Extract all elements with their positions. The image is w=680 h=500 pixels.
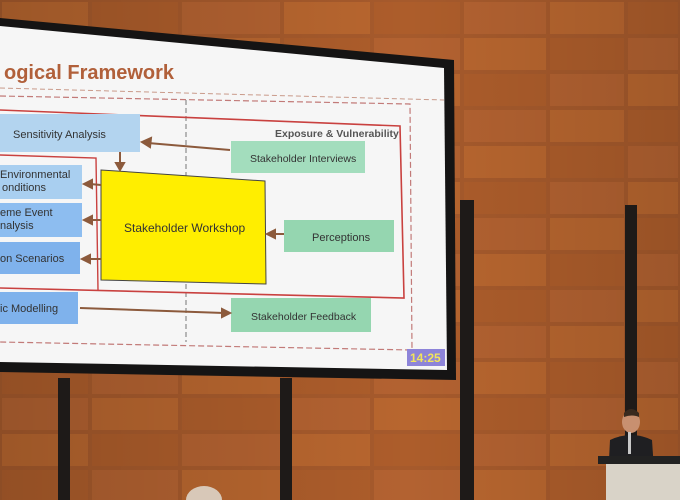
audience-head — [186, 486, 222, 500]
outer-dashed-frame — [0, 95, 413, 351]
arrow-head — [81, 214, 93, 226]
arrows — [79, 136, 284, 319]
title-underline — [0, 87, 445, 101]
timer-badge — [407, 349, 445, 366]
arrow-head — [221, 307, 233, 319]
arrow-head — [79, 253, 91, 265]
left-box-label: nalysis — [0, 220, 34, 232]
center-box-label: Stakeholder Workshop — [124, 221, 246, 235]
left-box — [0, 242, 80, 274]
arrow-head — [264, 228, 276, 240]
left-box-label: eme Event — [0, 207, 53, 219]
right-box — [231, 298, 371, 332]
left-box-label: Environmental — [0, 169, 70, 181]
left-group-frame — [0, 154, 99, 291]
wall-post — [58, 378, 70, 500]
wall-post — [625, 205, 637, 465]
wall-post — [280, 378, 292, 500]
right-box-label: Perceptions — [312, 232, 371, 244]
left-box-label: Sensitivity Analysis — [13, 129, 106, 141]
right-box-label: Stakeholder Interviews — [250, 153, 356, 165]
center-box — [100, 169, 267, 285]
left-box — [0, 292, 78, 324]
slide-title: ogical Framework — [4, 62, 175, 84]
left-box — [0, 203, 82, 237]
right-box — [231, 141, 365, 173]
right-box-label: Stakeholder Feedback — [251, 311, 357, 323]
arrow-head — [114, 162, 126, 173]
podium — [598, 456, 680, 500]
arrow — [147, 142, 231, 151]
exposure-region-frame — [0, 109, 405, 299]
arrow-head — [81, 178, 93, 190]
left-box — [0, 165, 82, 199]
timer-text: 14:25 — [410, 351, 441, 365]
left-box-label: ic Modelling — [0, 303, 58, 315]
region-label: Exposure & Vulnerability — [275, 128, 399, 140]
right-box — [284, 220, 394, 252]
left-box-label: on Scenarios — [0, 253, 65, 265]
wall-post — [460, 200, 474, 500]
left-box — [0, 114, 140, 152]
arrow — [79, 307, 225, 314]
left-box-label: onditions — [2, 182, 47, 194]
arrow-head — [139, 136, 153, 149]
